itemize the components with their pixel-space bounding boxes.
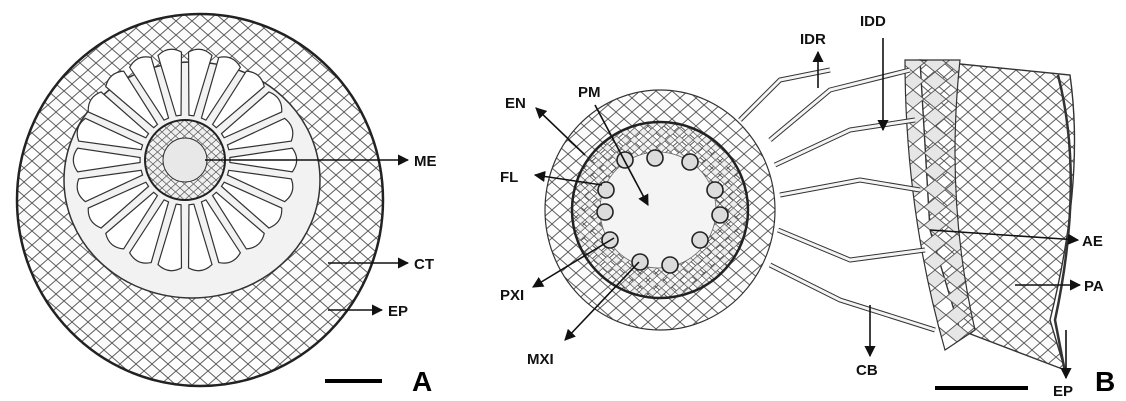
panel-b-label-pxi: PXI (500, 287, 524, 304)
panel-a-label-ct: CT (414, 256, 434, 273)
panel-b-diaphragm (740, 70, 830, 120)
panel-b-label-cb: CB (856, 362, 878, 379)
panel-b: IDR IDD EN PM FL PXI MXI CB AE PA EP B (500, 13, 1115, 400)
panel-b-diaphragm (778, 230, 925, 260)
panel-b-label-pm: PM (578, 84, 601, 101)
panel-b-diaphragm (770, 70, 910, 140)
panel-b-label-fl: FL (500, 169, 518, 186)
panel-b-xylem-vessel (712, 207, 728, 223)
panel-b-label-pa: PA (1084, 278, 1104, 295)
panel-b-label-mxi: MXI (527, 351, 554, 368)
panel-a-stele-core (163, 138, 207, 182)
panel-b-diaphragm (778, 230, 925, 260)
panel-b-label-ae: AE (1082, 233, 1103, 250)
panel-b-diaphragm (775, 120, 915, 165)
panel-b-xylem-vessel (692, 232, 708, 248)
panel-a-letter: A (412, 366, 432, 397)
panel-b-letter: B (1095, 366, 1115, 397)
panel-b-xylem-vessel (662, 257, 678, 273)
panel-b-xylem-vessel (647, 150, 663, 166)
panel-a-label-me: ME (414, 153, 437, 170)
panel-a: ME CT EP A (17, 14, 437, 397)
panel-b-label-ep: EP (1053, 383, 1073, 400)
panel-b-label-en: EN (505, 95, 526, 112)
panel-b-xylem-vessel (597, 204, 613, 220)
panel-b-diaphragm (770, 70, 910, 140)
panel-b-pith (600, 152, 716, 268)
panel-b-label-idr: IDR (800, 31, 826, 48)
panel-b-xylem-vessel (682, 154, 698, 170)
panel-b-xylem-vessel (707, 182, 723, 198)
panel-a-label-ep: EP (388, 303, 408, 320)
panel-b-label-idd: IDD (860, 13, 886, 30)
panel-b-diaphragm (775, 120, 915, 165)
panel-b-diaphragm (770, 265, 935, 330)
